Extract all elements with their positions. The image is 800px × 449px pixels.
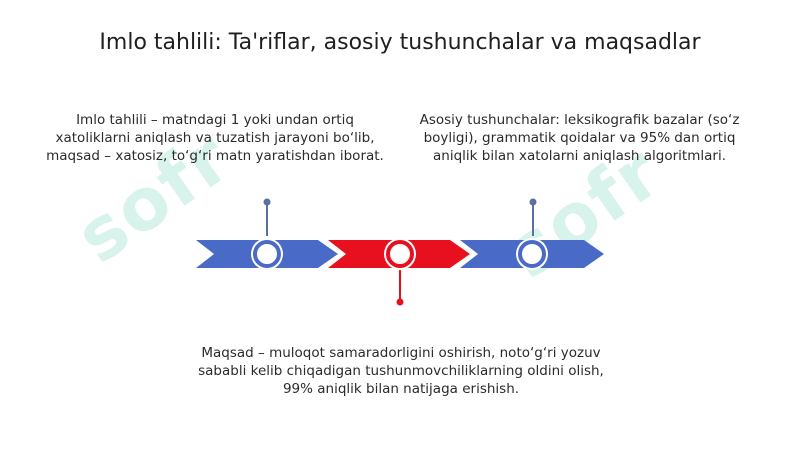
milestone-left — [251, 238, 283, 270]
goal-text: Maqsad – muloqot samaradorligini oshiris… — [198, 345, 604, 397]
milestone-right — [516, 238, 548, 270]
key-concepts-text: Asosiy tushunchalar: leksikografik bazal… — [419, 112, 740, 164]
milestone-center — [384, 238, 416, 270]
pin-center — [396, 270, 404, 306]
definition-text: Imlo tahlili – matndagi 1 yoki undan ort… — [46, 112, 384, 164]
pin-right — [529, 198, 537, 236]
pin-left — [263, 198, 271, 236]
slide-title: Imlo tahlili: Ta'riflar, asosiy tushunch… — [99, 30, 701, 55]
